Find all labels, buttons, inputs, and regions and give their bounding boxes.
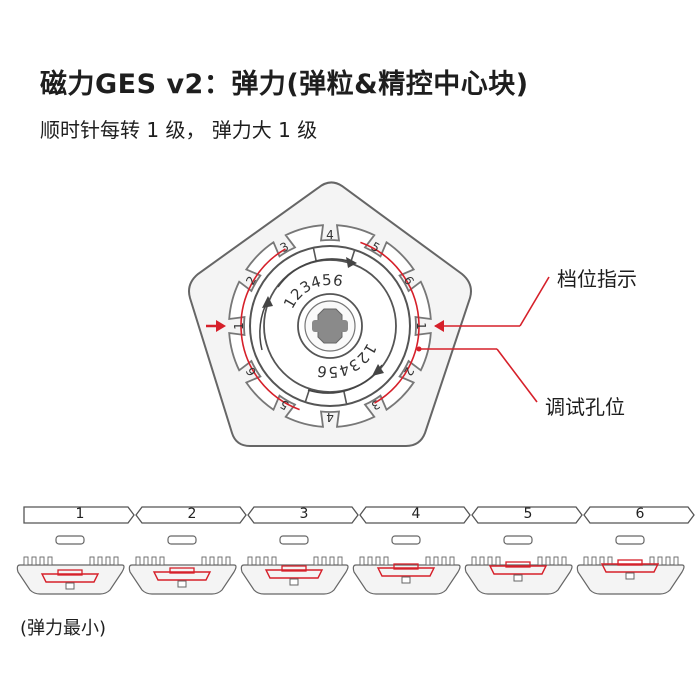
level-device — [16, 535, 125, 595]
level-strip — [23, 506, 695, 524]
level-devices — [16, 535, 685, 595]
indicator-arrow-left — [206, 320, 226, 332]
level-device — [464, 535, 573, 595]
outer-number: 4 — [326, 410, 334, 424]
level-label: 6 — [635, 506, 645, 522]
page-title: 磁力GES v2：弹力(弹粒&精控中心块) — [40, 69, 529, 100]
level-chevron — [135, 506, 247, 524]
gear-red-edge — [240, 241, 420, 411]
ring-divider — [312, 247, 318, 262]
level-chevron — [359, 506, 471, 524]
inner-number: 6 — [316, 362, 329, 381]
ring-divider — [342, 390, 348, 405]
middle-ring — [263, 259, 397, 393]
level-chevron — [583, 506, 695, 524]
level-label: 5 — [523, 506, 533, 522]
inner-number: 6 — [332, 271, 345, 290]
level-label: 2 — [187, 506, 197, 522]
level-chevron — [247, 506, 359, 524]
level-label: 1 — [75, 506, 85, 522]
level-label: 4 — [411, 506, 421, 522]
min-force-note: (弹力最小) — [20, 618, 107, 639]
ring-dividers — [304, 247, 356, 405]
level-device — [352, 535, 461, 595]
inner-number: 5 — [321, 271, 332, 290]
rotation-arrowhead-left — [262, 296, 273, 308]
indicator-arrow-right — [434, 276, 550, 332]
level-device — [240, 535, 349, 595]
page-subtitle: 顺时针每转 1 级， 弹力大 1 级 — [40, 118, 318, 142]
inner-number: 5 — [328, 363, 339, 382]
outer-number: 4 — [326, 228, 334, 242]
level-device — [128, 535, 237, 595]
level-label: 3 — [299, 506, 309, 522]
hole-callout-line — [416, 346, 538, 403]
adjust-hole-label: 调试孔位 — [545, 395, 625, 419]
rotation-arrow-top — [277, 258, 353, 288]
rotation-arrowhead-top — [346, 257, 357, 268]
level-chevron — [23, 506, 135, 524]
rotation-arrowhead-bottom — [372, 364, 384, 376]
level-device — [576, 535, 685, 595]
outer-number: 1 — [414, 322, 428, 330]
gear-indicator-label: 档位指示 — [557, 267, 637, 291]
level-chevron — [471, 506, 583, 524]
outer-number: 1 — [232, 322, 246, 330]
socket-slot — [312, 320, 348, 332]
